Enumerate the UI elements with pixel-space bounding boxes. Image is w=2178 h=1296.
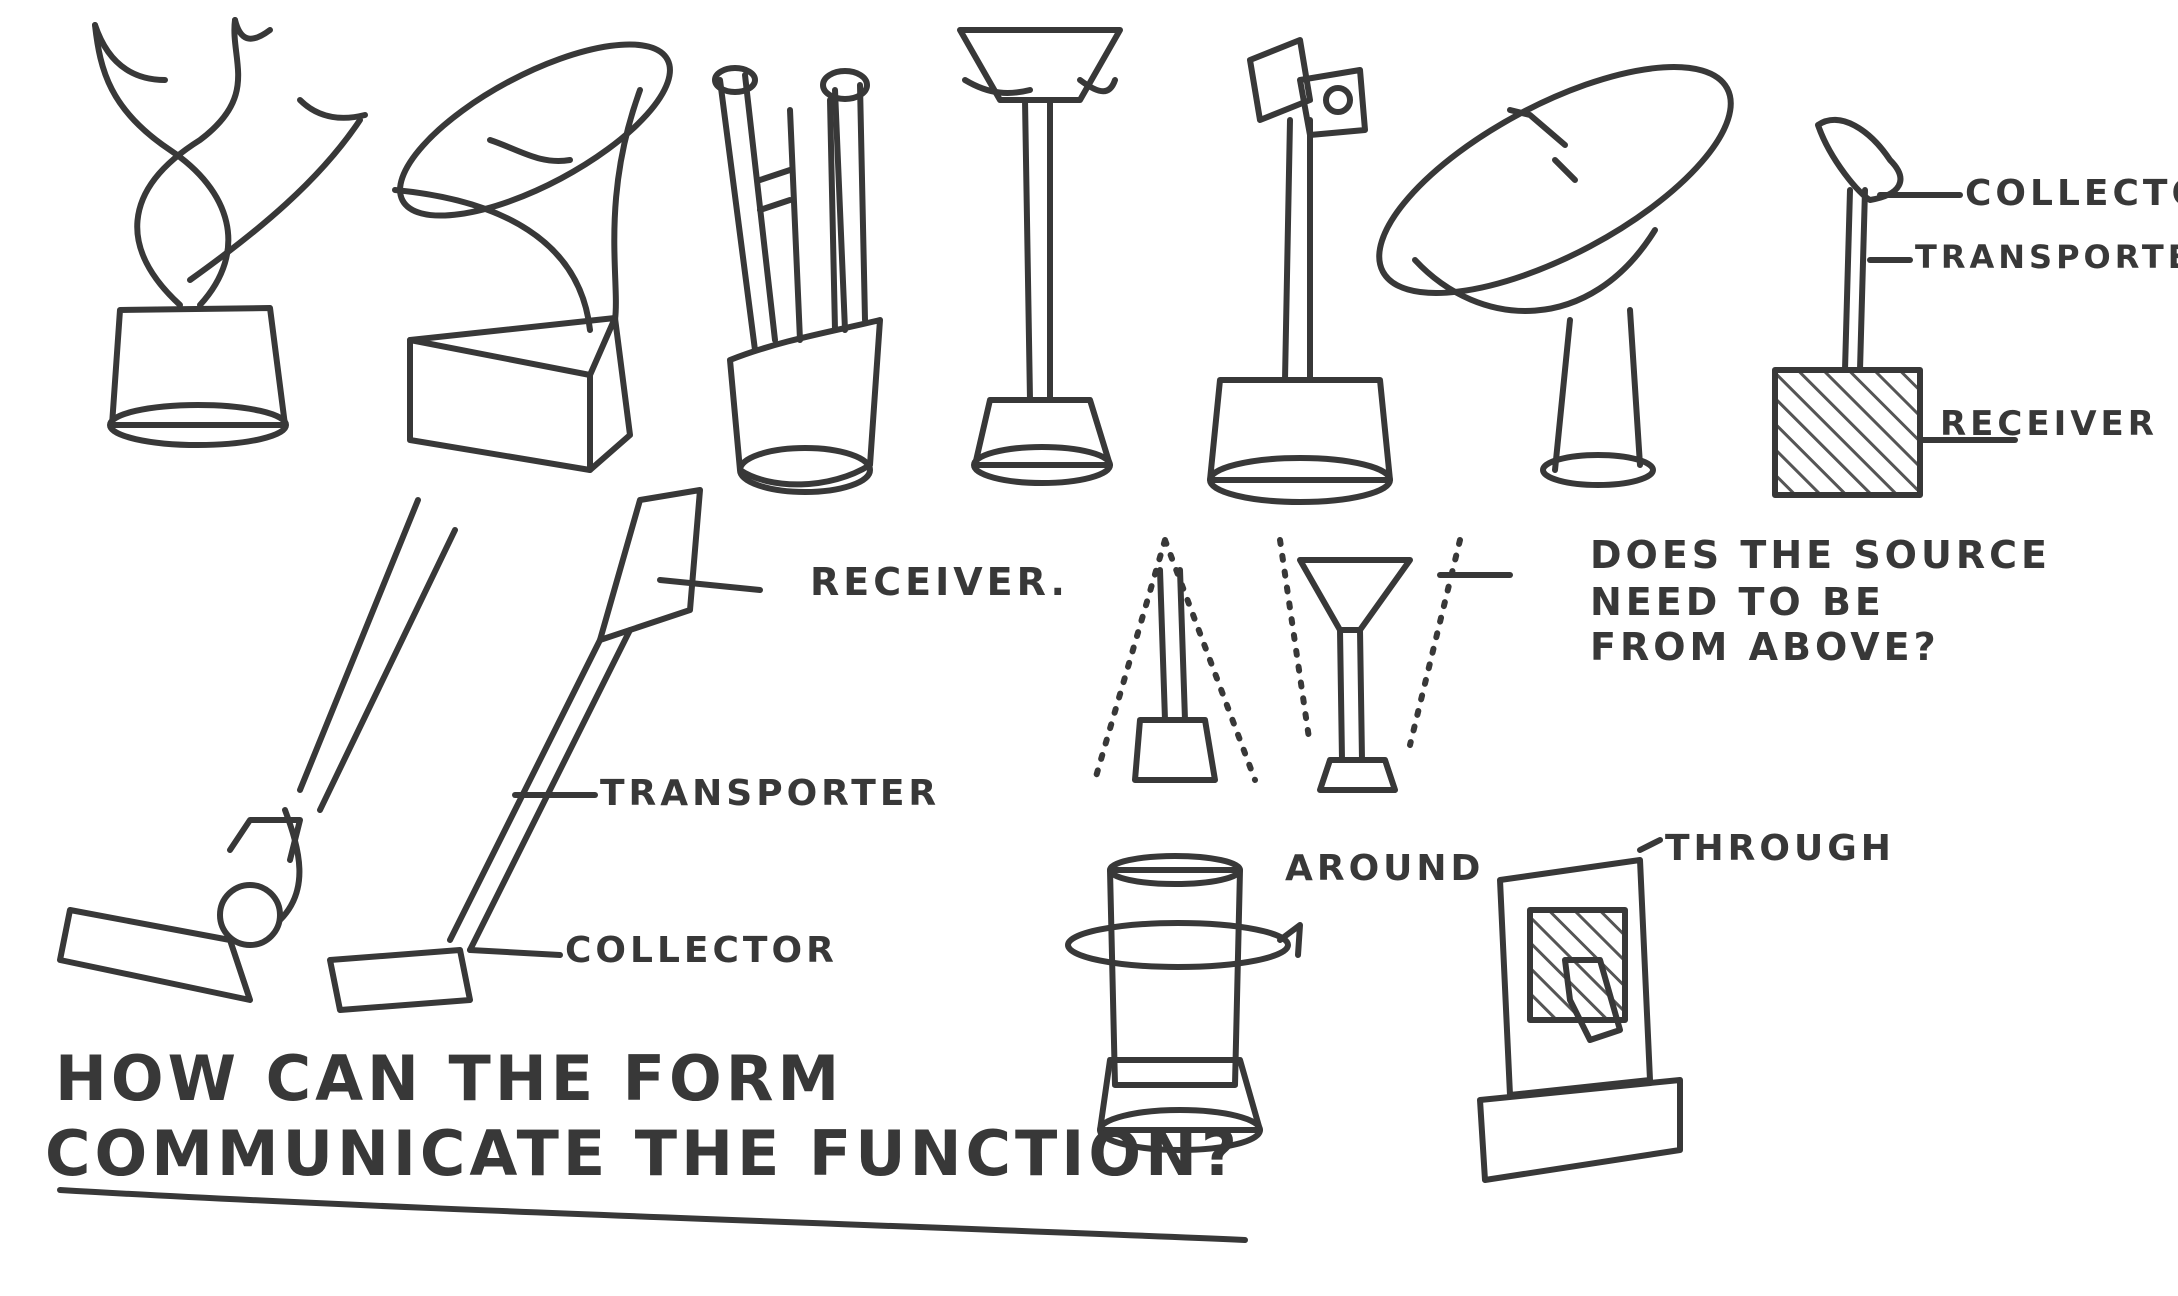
- sketch-pipe-cluster: [712, 65, 883, 495]
- label-transporter-vacuum: TRANSPORTER: [600, 773, 940, 814]
- sketch-satellite-dish: [1376, 64, 1734, 488]
- label-collector-vacuum: COLLECTOR: [565, 930, 838, 971]
- main-question-line-2: COMMUNICATE THE FUNCTION?: [45, 1117, 1241, 1190]
- label-around: AROUND: [1285, 848, 1484, 889]
- label-question-source-2: NEED TO BE: [1590, 580, 1885, 624]
- sketch-labeled-components: [1772, 117, 2018, 498]
- question-underline: [57, 1187, 1248, 1243]
- sketch-light-cone-lamps: [1092, 537, 1513, 793]
- sketch-spotlight-pole: [1207, 37, 1393, 505]
- label-receiver-top: RECEIVER: [1940, 404, 2158, 444]
- label-question-source-3: FROM ABOVE?: [1590, 625, 1940, 669]
- label-question-source-1: DOES THE SOURCE: [1590, 533, 2051, 577]
- sketch-gramophone-horn: [392, 41, 673, 473]
- main-question-line-1: HOW CAN THE FORM: [55, 1042, 843, 1115]
- label-receiver-vacuum: RECEIVER.: [810, 560, 1069, 604]
- label-transporter-top: TRANSPORTER: [1915, 238, 2178, 276]
- sketch-antler-planter: [92, 17, 368, 448]
- sketch-vacuum-right: [327, 487, 763, 1013]
- sketch-through-panel: [1477, 837, 1683, 1183]
- sketch-floor-lamp-cone: [957, 27, 1123, 486]
- sketch-vacuum-left: [57, 497, 458, 1003]
- label-through: THROUGH: [1665, 828, 1895, 869]
- sketch-around-cylinder: [1065, 853, 1303, 1153]
- label-collector-top: COLLECTOR: [1965, 173, 2178, 214]
